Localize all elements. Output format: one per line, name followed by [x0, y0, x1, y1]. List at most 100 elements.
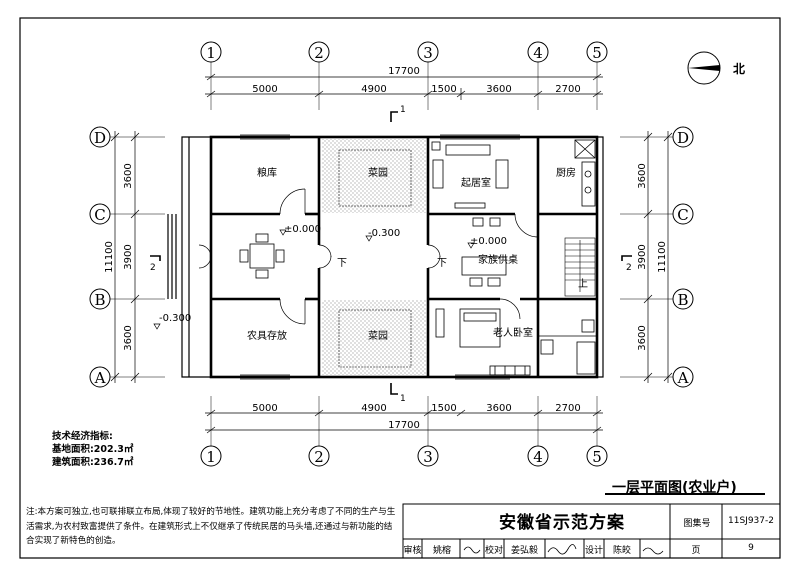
dim-bottom-1: 5000 [252, 403, 277, 414]
bedroom-furniture [435, 308, 531, 376]
title-block [402, 503, 781, 559]
svg-text:1: 1 [206, 44, 216, 62]
svg-text:1: 1 [400, 105, 406, 115]
svg-text:A: A [677, 369, 689, 387]
review-label: 审核 [403, 546, 422, 556]
walls [209, 135, 599, 379]
outer-porch-walls [167, 136, 604, 378]
grid-bubble-2: 2 [308, 41, 330, 63]
svg-text:4: 4 [533, 44, 543, 62]
dim-right-1: 3600 [637, 163, 648, 188]
dim-bottom-5: 2700 [555, 403, 580, 414]
svg-text:2: 2 [314, 44, 324, 62]
signatures [463, 544, 664, 555]
checker-name: 姜弘毅 [510, 546, 538, 556]
garden-bottom-pattern [322, 300, 426, 375]
dim-top-3: 1500 [431, 84, 456, 95]
svg-text:3: 3 [423, 44, 433, 62]
svg-text:2: 2 [314, 448, 324, 466]
elevation-marks: ±0.000 -0.300 ±0.000 -0.300 [153, 224, 507, 330]
room-garden-bottom: 菜园 [368, 330, 388, 342]
dining-furniture [239, 217, 507, 287]
kitchen-fixtures [574, 139, 596, 207]
stairs [564, 237, 596, 297]
svg-text:2: 2 [626, 263, 632, 273]
grid-bubble-4: 4 [527, 41, 549, 63]
door-swings [198, 188, 539, 325]
section-mark-bottom: 1 [390, 383, 406, 404]
section-mark-left: 2 [150, 255, 161, 273]
dim-left-2: 3900 [123, 244, 134, 269]
atlas-label: 图集号 [683, 519, 711, 529]
grid-columns-top: 1 2 3 4 5 [200, 41, 608, 63]
grid-bubble-A: A [89, 366, 111, 388]
step-down-1: 下 [337, 258, 347, 269]
dim-right-total: 11100 [657, 241, 668, 273]
svg-text:3: 3 [423, 448, 433, 466]
svg-text:B: B [677, 291, 688, 309]
dim-left-1: 3600 [123, 163, 134, 188]
dim-top-5: 2700 [555, 84, 580, 95]
check-label: 校对 [484, 546, 503, 556]
grid-bubble-B: B [89, 288, 111, 310]
tech-heading: 技术经济指标: [52, 431, 113, 442]
grid-bubble-3: 3 [417, 41, 439, 63]
section-mark-right: 2 [621, 255, 632, 273]
room-grain-store: 粮库 [257, 166, 277, 179]
svg-text:5: 5 [592, 44, 602, 62]
svg-text:2: 2 [150, 263, 156, 273]
dim-bottom-2: 4900 [361, 403, 386, 414]
dim-top-1: 5000 [252, 84, 277, 95]
grid-bubble-B-right: B [672, 288, 694, 310]
svg-text:C: C [94, 206, 105, 224]
svg-text:C: C [677, 206, 688, 224]
grid-bubble-D: D [89, 126, 111, 148]
grid-bubble-1-bottom: 1 [200, 445, 222, 467]
page-number: 9 [748, 543, 754, 553]
dim-left-total: 11100 [104, 241, 115, 273]
grid-columns-bottom: 1 2 3 4 5 [200, 445, 608, 467]
site-area: 基地面积:202.3㎡ [52, 444, 134, 455]
garden-bottom-bed [338, 309, 412, 368]
grid-bubble-3-bottom: 3 [417, 445, 439, 467]
svg-text:1: 1 [206, 448, 216, 466]
sheet-border [19, 17, 781, 559]
svg-text:A: A [94, 369, 106, 387]
drawing-title: 一层平面图(农业户) [612, 480, 737, 496]
grid-bubble-C-right: C [672, 203, 694, 225]
reviewer-name: 姚榕 [432, 546, 451, 556]
scheme-title: 安徽省示范方案 [499, 513, 625, 533]
svg-text:5: 5 [592, 448, 602, 466]
dimension-lines-right [643, 131, 673, 383]
grid-bubble-5: 5 [586, 41, 608, 63]
room-family-dining: 家族供桌 [478, 253, 518, 266]
svg-text:4: 4 [533, 448, 543, 466]
room-living: 起居室 [461, 176, 491, 189]
dim-bottom-3: 1500 [431, 403, 456, 414]
grid-bubble-1: 1 [200, 41, 222, 63]
dimension-lines-left [110, 131, 140, 383]
grid-bubble-A-right: A [672, 366, 694, 388]
svg-text:±0.000: ±0.000 [284, 224, 321, 235]
dimension-lines-top [205, 73, 603, 100]
dim-bottom-total: 17700 [388, 420, 420, 431]
living-furniture [431, 141, 509, 209]
room-tool-store: 农具存放 [247, 329, 287, 342]
dimension-lines-bottom [205, 409, 603, 434]
tech-indicators: 技术经济指标: 基地面积:202.3㎡ 建筑面积:236.7㎡ [52, 430, 133, 469]
dim-right-2: 3900 [637, 244, 648, 269]
grid-rows-right: D C B A [672, 126, 694, 388]
grid-bubble-5-bottom: 5 [586, 445, 608, 467]
section-mark-top: 1 [390, 105, 406, 122]
dim-bottom-4: 3600 [486, 403, 511, 414]
dim-top-4: 3600 [486, 84, 511, 95]
north-arrow: 北 [687, 51, 745, 85]
stair-up: 上 [578, 278, 588, 290]
north-label: 北 [733, 61, 745, 76]
building-area: 建筑面积:236.7㎡ [52, 457, 134, 468]
dim-top-2: 4900 [361, 84, 386, 95]
svg-text:-0.300: -0.300 [159, 313, 191, 324]
grid-bubble-D-right: D [672, 126, 694, 148]
grid-bubble-2-bottom: 2 [308, 445, 330, 467]
